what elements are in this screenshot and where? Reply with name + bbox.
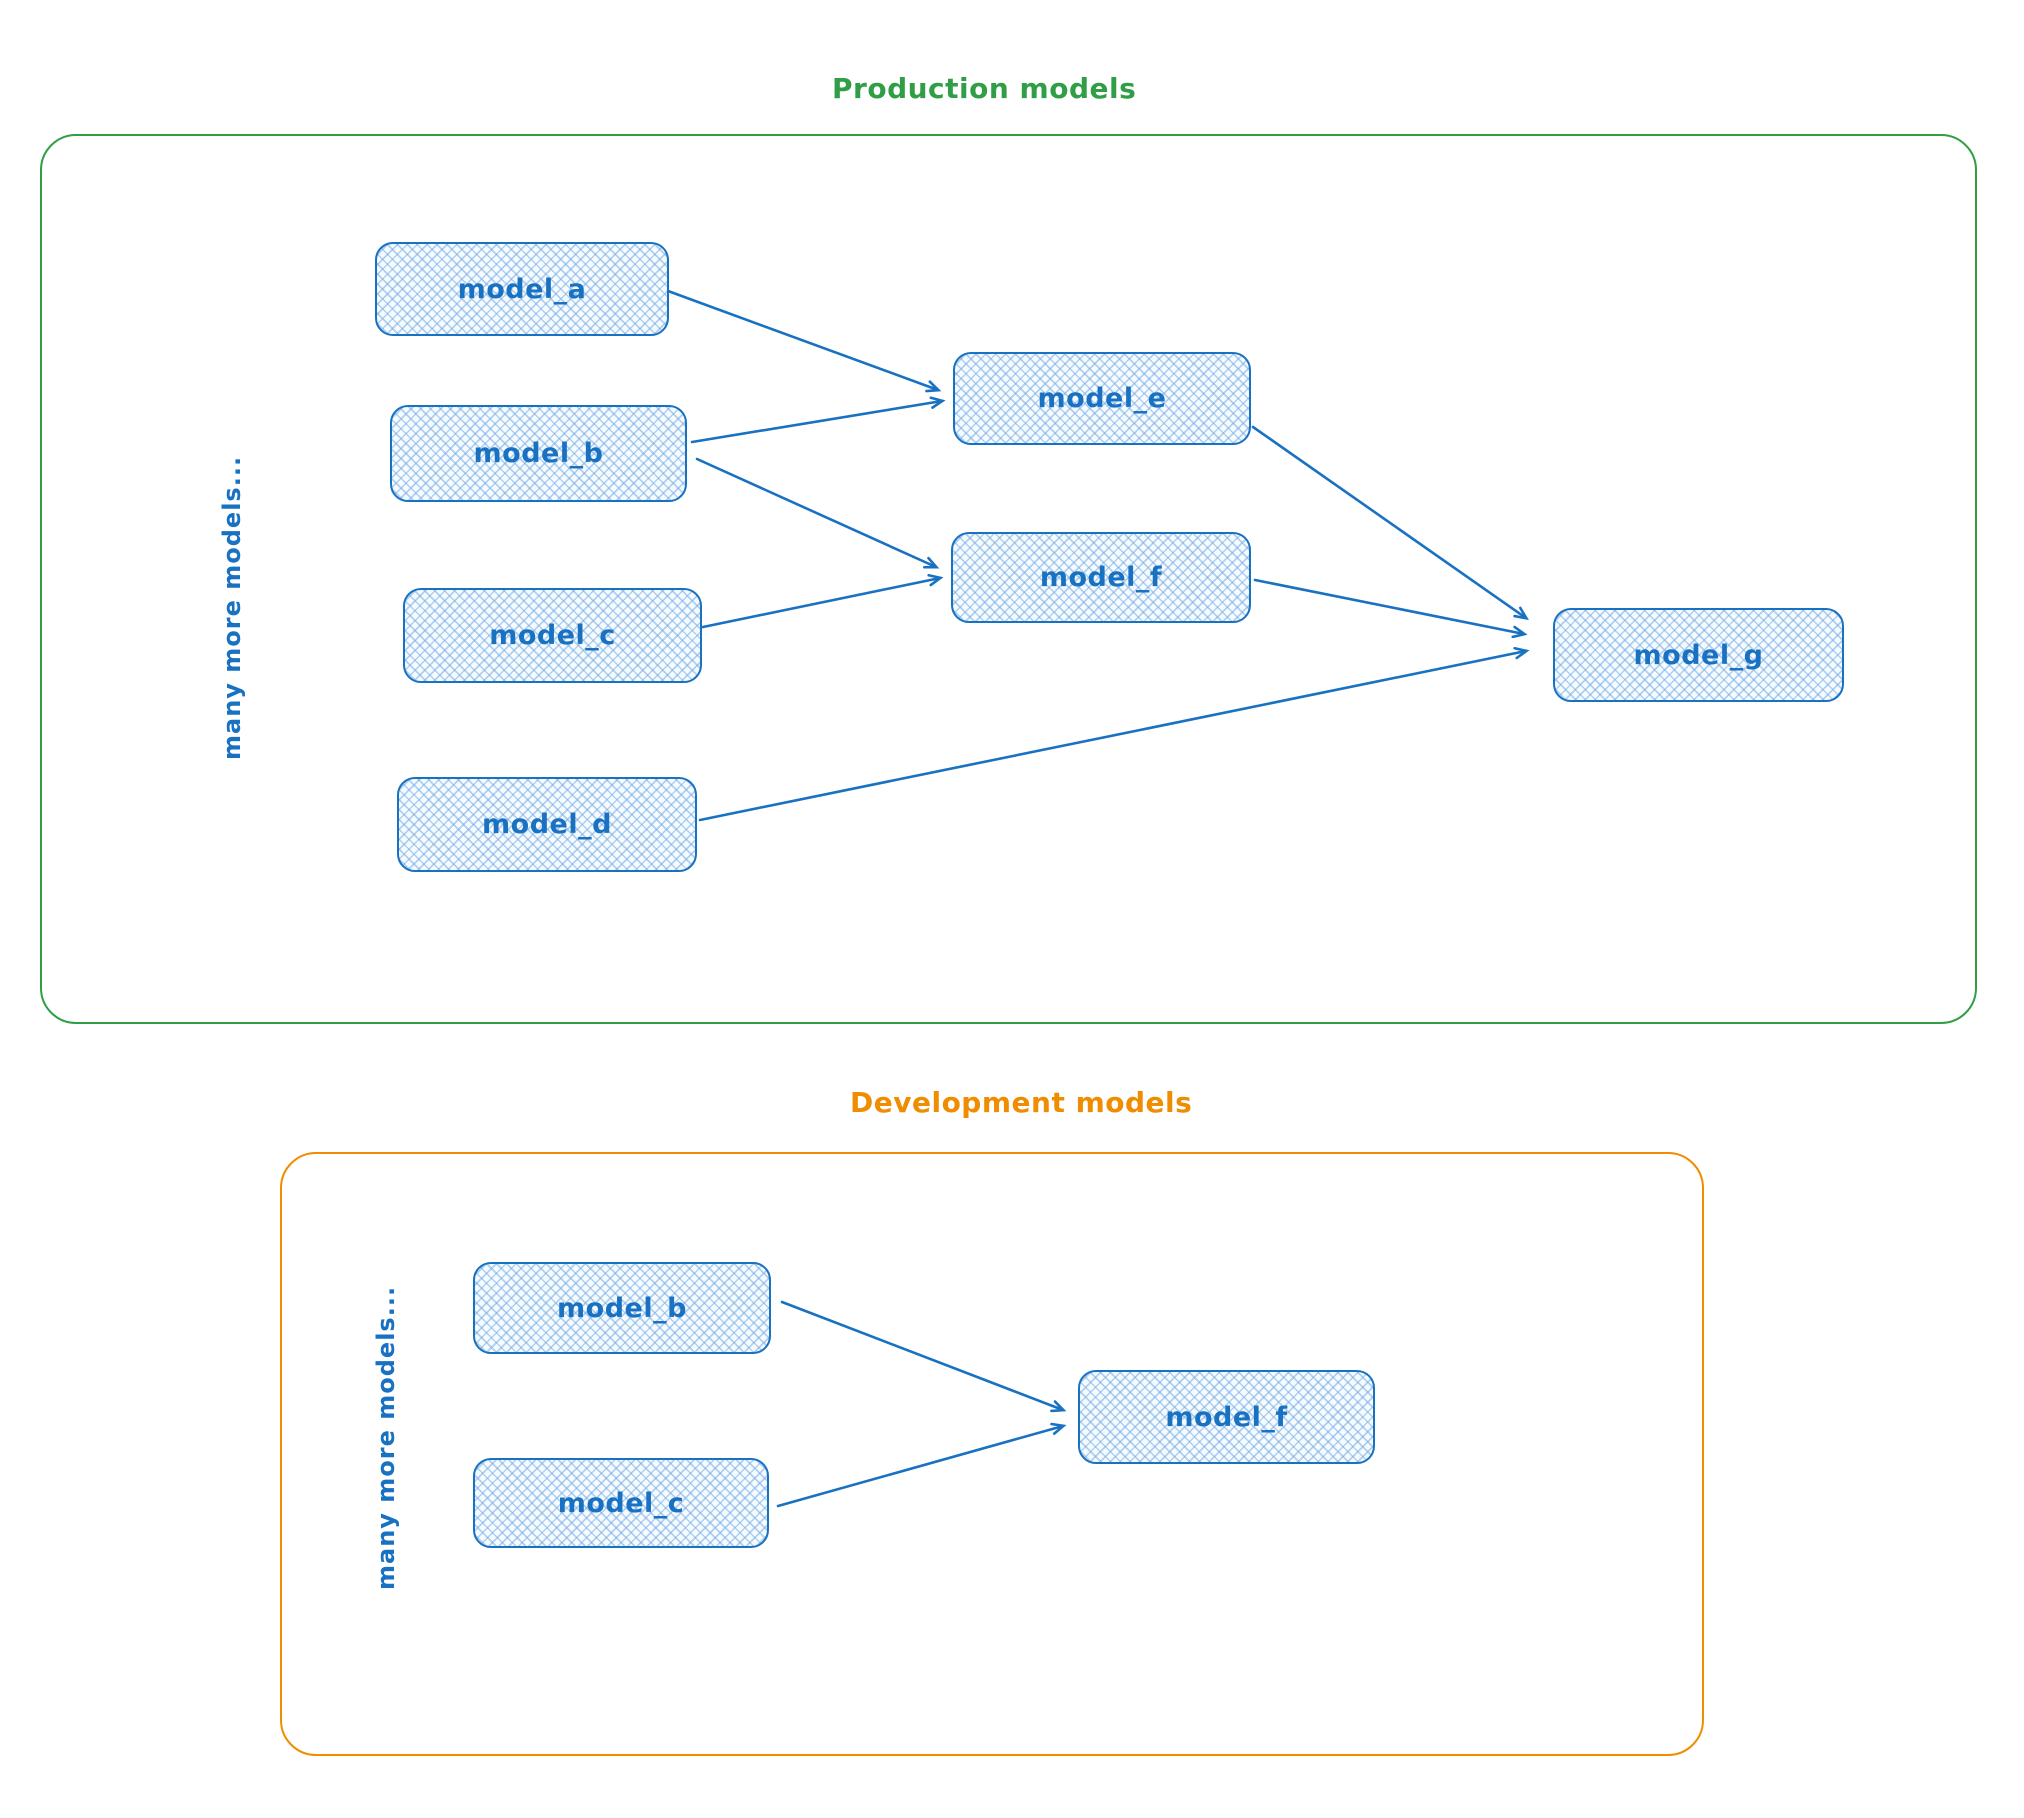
node-label: model_b — [557, 1292, 687, 1324]
node-label: model_c — [489, 620, 616, 651]
node-label: model_f — [1165, 1401, 1288, 1433]
development-side-label: many more models... — [372, 1285, 400, 1590]
node-label: model_b — [473, 438, 604, 469]
node-label: model_d — [482, 809, 612, 840]
node-development-model-f: model_f — [1078, 1370, 1375, 1464]
production-title: Production models — [832, 72, 1137, 105]
node-production-model-g: model_g — [1553, 608, 1844, 702]
node-label: model_g — [1633, 639, 1764, 671]
node-production-model-e: model_e — [953, 352, 1251, 445]
node-label: model_f — [1039, 562, 1163, 593]
node-production-model-f: model_f — [951, 532, 1251, 623]
node-development-model-b: model_b — [473, 1262, 771, 1354]
production-container — [40, 134, 1977, 1024]
node-production-model-d: model_d — [397, 777, 697, 872]
node-label: model_a — [457, 273, 587, 305]
node-production-model-b: model_b — [390, 405, 687, 502]
node-label: model_e — [1037, 383, 1167, 414]
development-container — [280, 1152, 1704, 1756]
node-production-model-a: model_a — [375, 242, 669, 336]
node-label: model_c — [557, 1487, 685, 1519]
node-development-model-c: model_c — [473, 1458, 769, 1548]
development-title: Development models — [850, 1086, 1193, 1119]
production-side-label: many more models... — [218, 455, 246, 760]
node-production-model-c: model_c — [403, 588, 702, 683]
